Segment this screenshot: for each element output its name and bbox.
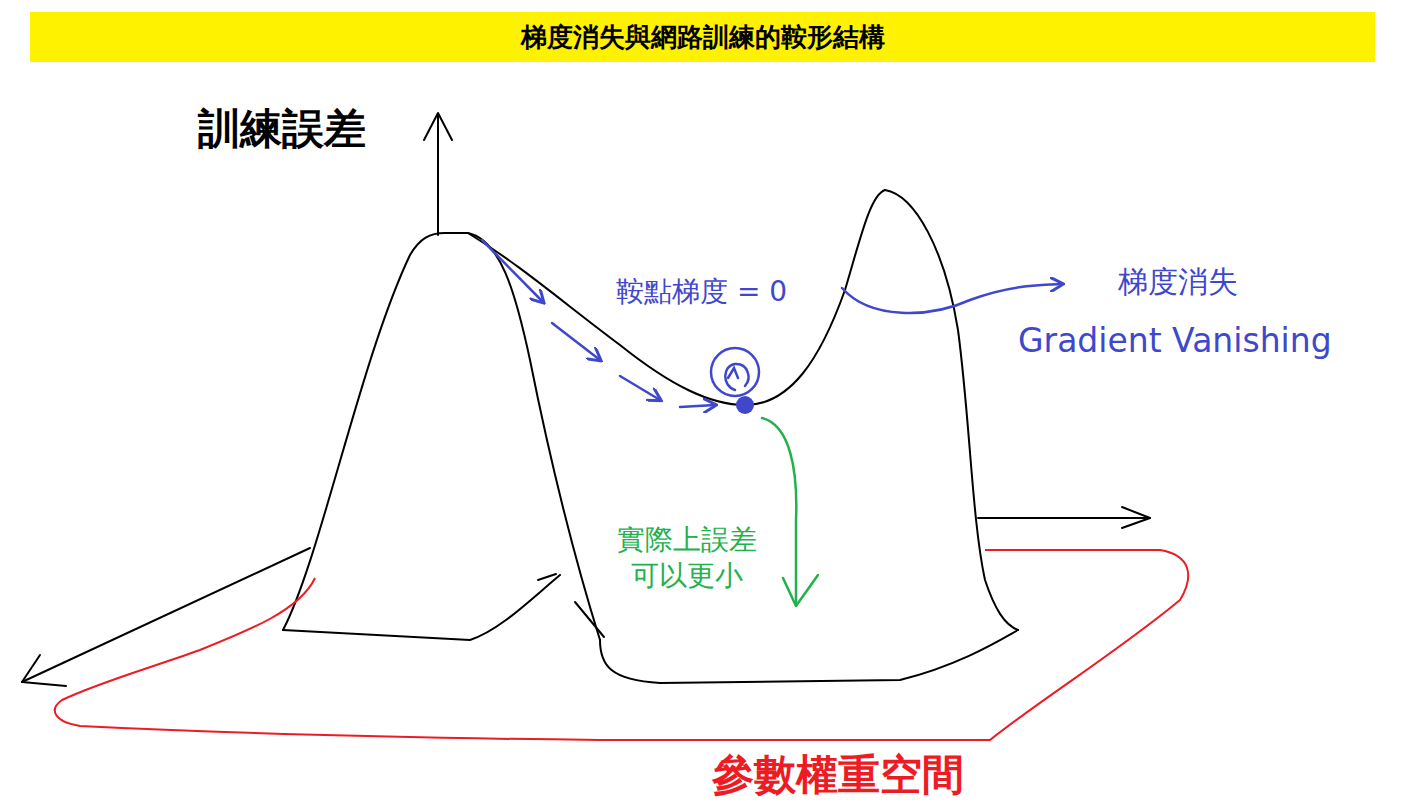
- descent-arrow: [552, 323, 600, 360]
- stall-spiral: [728, 368, 738, 378]
- stall-spiral: [711, 348, 759, 396]
- stall-spiral: [725, 364, 748, 390]
- arrowhead: [783, 575, 818, 606]
- concept-label: Gradient Vanishing: [1018, 320, 1332, 363]
- lower-error-note: 實際上誤差 可以更小: [612, 522, 762, 595]
- descent-arrow: [620, 376, 660, 400]
- saddle-note: 鞍點梯度 = 0: [616, 274, 787, 310]
- saddle-point: [736, 396, 754, 414]
- concept-label: 梯度消失: [1118, 262, 1238, 301]
- saddle-ridge: [468, 190, 885, 405]
- title: 梯度消失與網路訓練的鞍形結構: [30, 12, 1375, 62]
- surface-base: [600, 630, 1018, 683]
- parameter-space-outline: [55, 550, 1188, 740]
- lower-error-arrow: [762, 418, 796, 605]
- descent-arrow: [680, 405, 715, 407]
- leader-arrow: [842, 284, 1062, 313]
- weight-axis: [978, 517, 1150, 519]
- axis-arrowhead: [424, 113, 452, 140]
- left-peak-base: [283, 575, 560, 640]
- right-peak: [885, 190, 1018, 630]
- axis-label: 參數權重空間: [712, 748, 964, 803]
- axis-label: 訓練誤差: [198, 102, 366, 157]
- axis-arrowhead: [1122, 507, 1150, 528]
- axis-arrowhead: [22, 655, 66, 686]
- error-axis: [437, 114, 439, 235]
- surface-tick: [538, 574, 556, 580]
- surface-tick: [575, 602, 604, 637]
- descent-arrow: [482, 240, 543, 302]
